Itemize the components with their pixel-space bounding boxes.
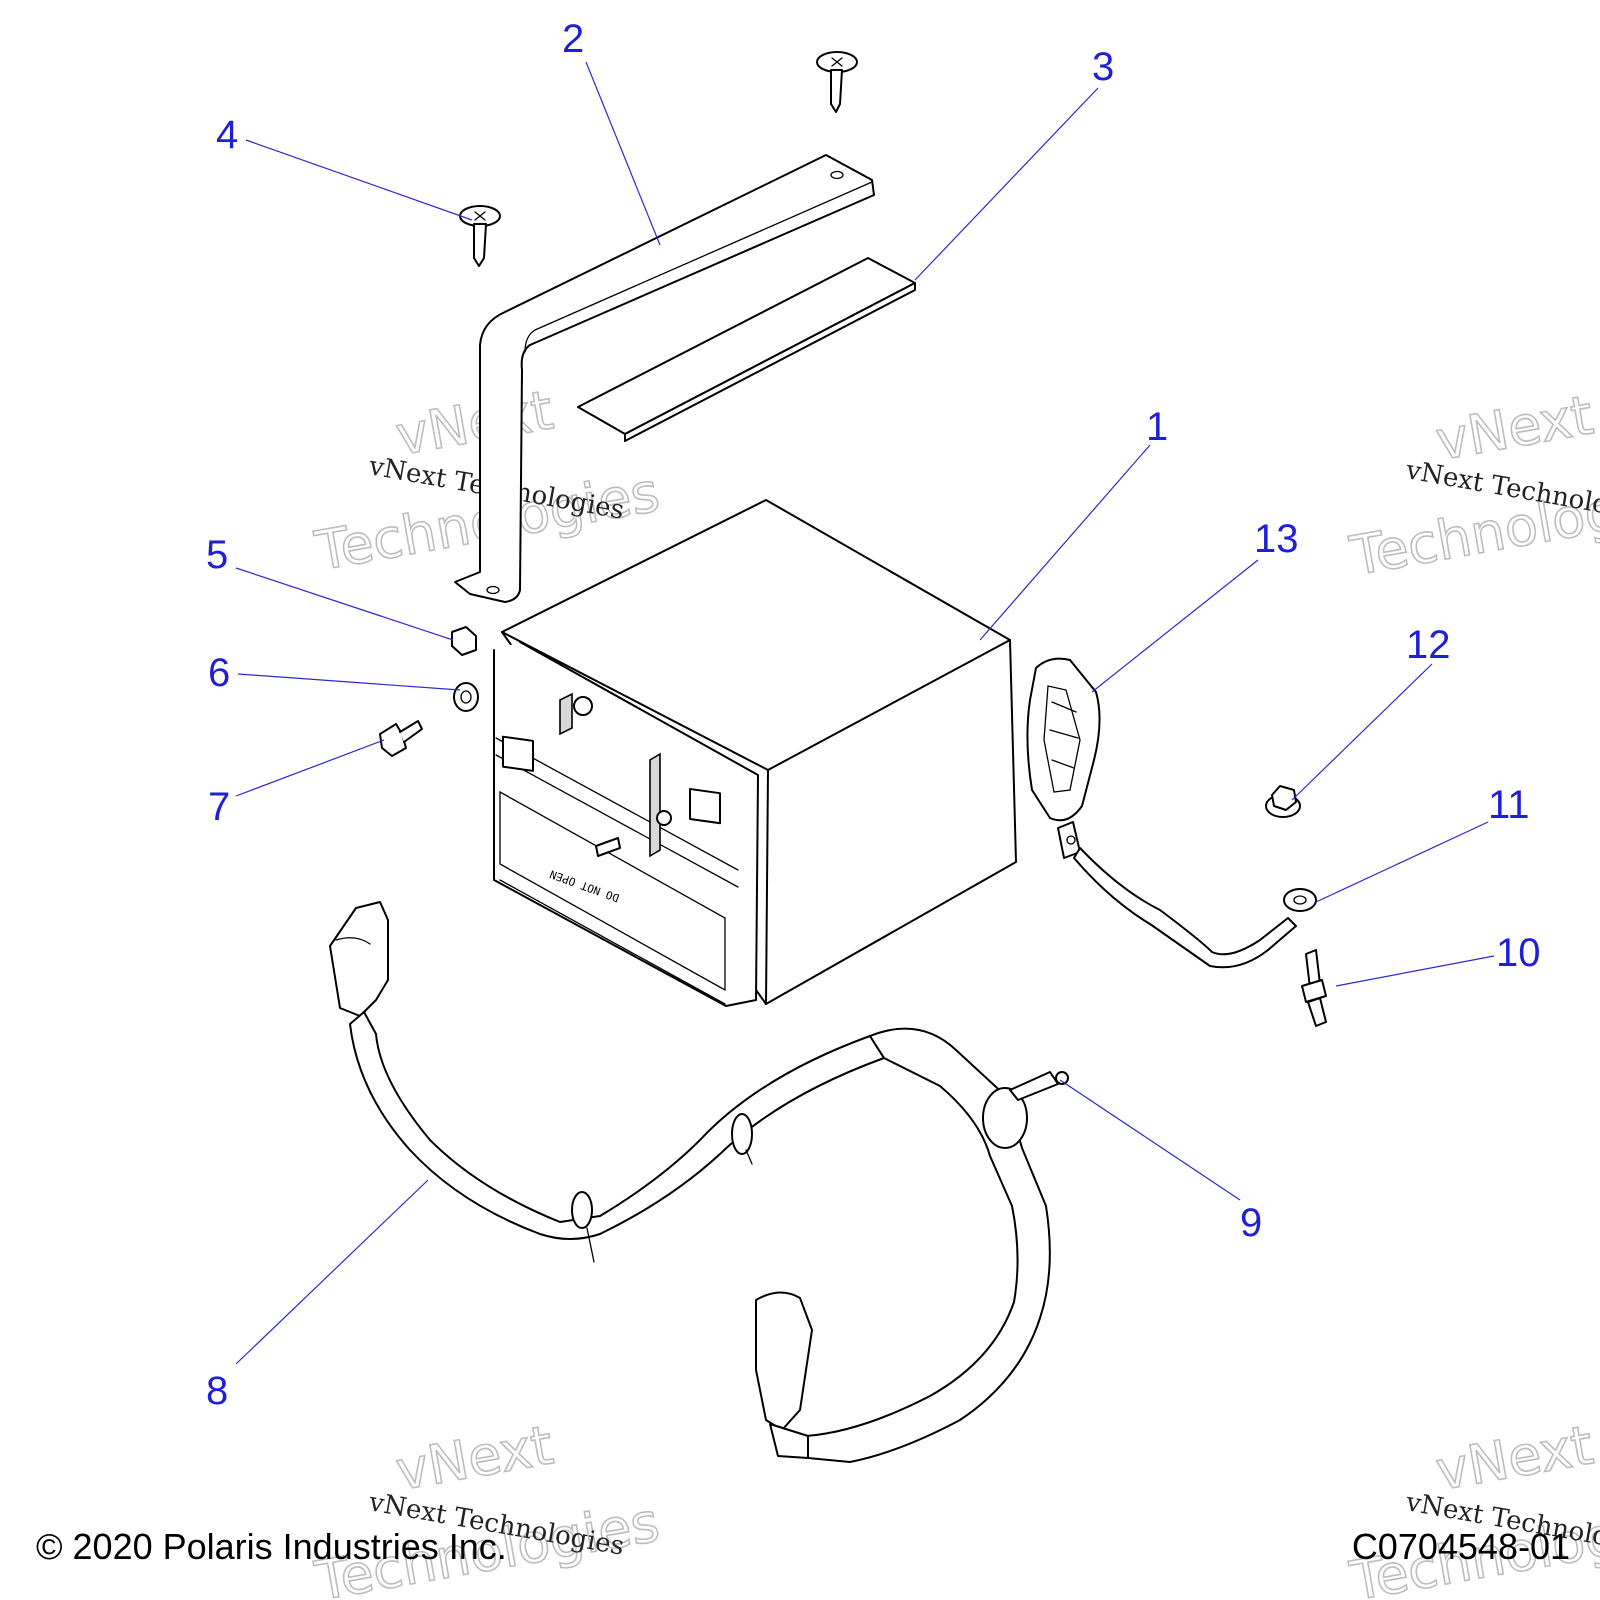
terminal-bolt — [379, 720, 423, 757]
vent-boot — [1026, 657, 1101, 822]
svg-text:vNext: vNext — [1431, 383, 1597, 472]
callout-10: 10 — [1496, 931, 1541, 975]
battery: DO NOT OPEN — [493, 499, 1017, 1007]
screw-upper — [816, 51, 858, 113]
washer — [453, 682, 479, 712]
leader-4 — [245, 139, 473, 221]
watermark-lower-right: vNext Technologies vNext Technologies — [1345, 1413, 1600, 1600]
leader-9 — [1059, 1079, 1241, 1201]
square-nut — [451, 626, 477, 656]
stud-bolt — [1301, 949, 1327, 1027]
flange-nut — [1265, 785, 1301, 818]
callout-2: 2 — [562, 17, 584, 61]
leader-10 — [1335, 955, 1495, 987]
leader-7 — [235, 739, 385, 797]
callout-5: 5 — [206, 533, 228, 577]
figure-id: C0704548-01 — [1351, 1526, 1570, 1567]
callout-3: 3 — [1092, 45, 1114, 89]
callout-13: 13 — [1254, 517, 1299, 561]
ground-cable — [1057, 821, 1317, 969]
leader-1 — [979, 444, 1151, 641]
leader-5 — [235, 567, 454, 641]
callout-1: 1 — [1146, 405, 1168, 449]
svg-text:vNext: vNext — [391, 1413, 557, 1502]
leader-3 — [914, 87, 1099, 281]
copyright-notice: © 2020 Polaris Industries Inc. — [36, 1526, 507, 1567]
positive-cable — [329, 901, 1069, 1463]
callout-9: 9 — [1240, 1201, 1262, 1245]
svg-text:vNext: vNext — [391, 378, 557, 467]
callout-8: 8 — [206, 1369, 228, 1413]
callout-numbers: 1 2 3 4 5 6 7 8 9 10 11 12 13 — [206, 17, 1541, 1413]
svg-text:vNext: vNext — [1431, 1413, 1597, 1502]
leader-12 — [1291, 663, 1433, 801]
leader-11 — [1315, 821, 1489, 903]
leader-6 — [237, 673, 461, 691]
callout-12: 12 — [1406, 623, 1451, 667]
leader-13 — [1091, 559, 1259, 693]
callout-6: 6 — [208, 651, 230, 695]
leader-2 — [585, 61, 661, 246]
watermark-lower-left: vNext Technologies vNext Technologies — [310, 1413, 665, 1600]
callout-4: 4 — [216, 113, 238, 157]
hold-down-bracket — [454, 154, 875, 603]
leader-8 — [235, 1179, 429, 1365]
screw-bracket — [459, 205, 501, 267]
leader-lines — [235, 61, 1495, 1365]
callout-11: 11 — [1488, 783, 1530, 827]
callout-7: 7 — [208, 785, 230, 829]
bracket-pad — [577, 257, 916, 442]
watermark-upper-right: vNext Technologies vNext Technologies — [1345, 383, 1600, 589]
